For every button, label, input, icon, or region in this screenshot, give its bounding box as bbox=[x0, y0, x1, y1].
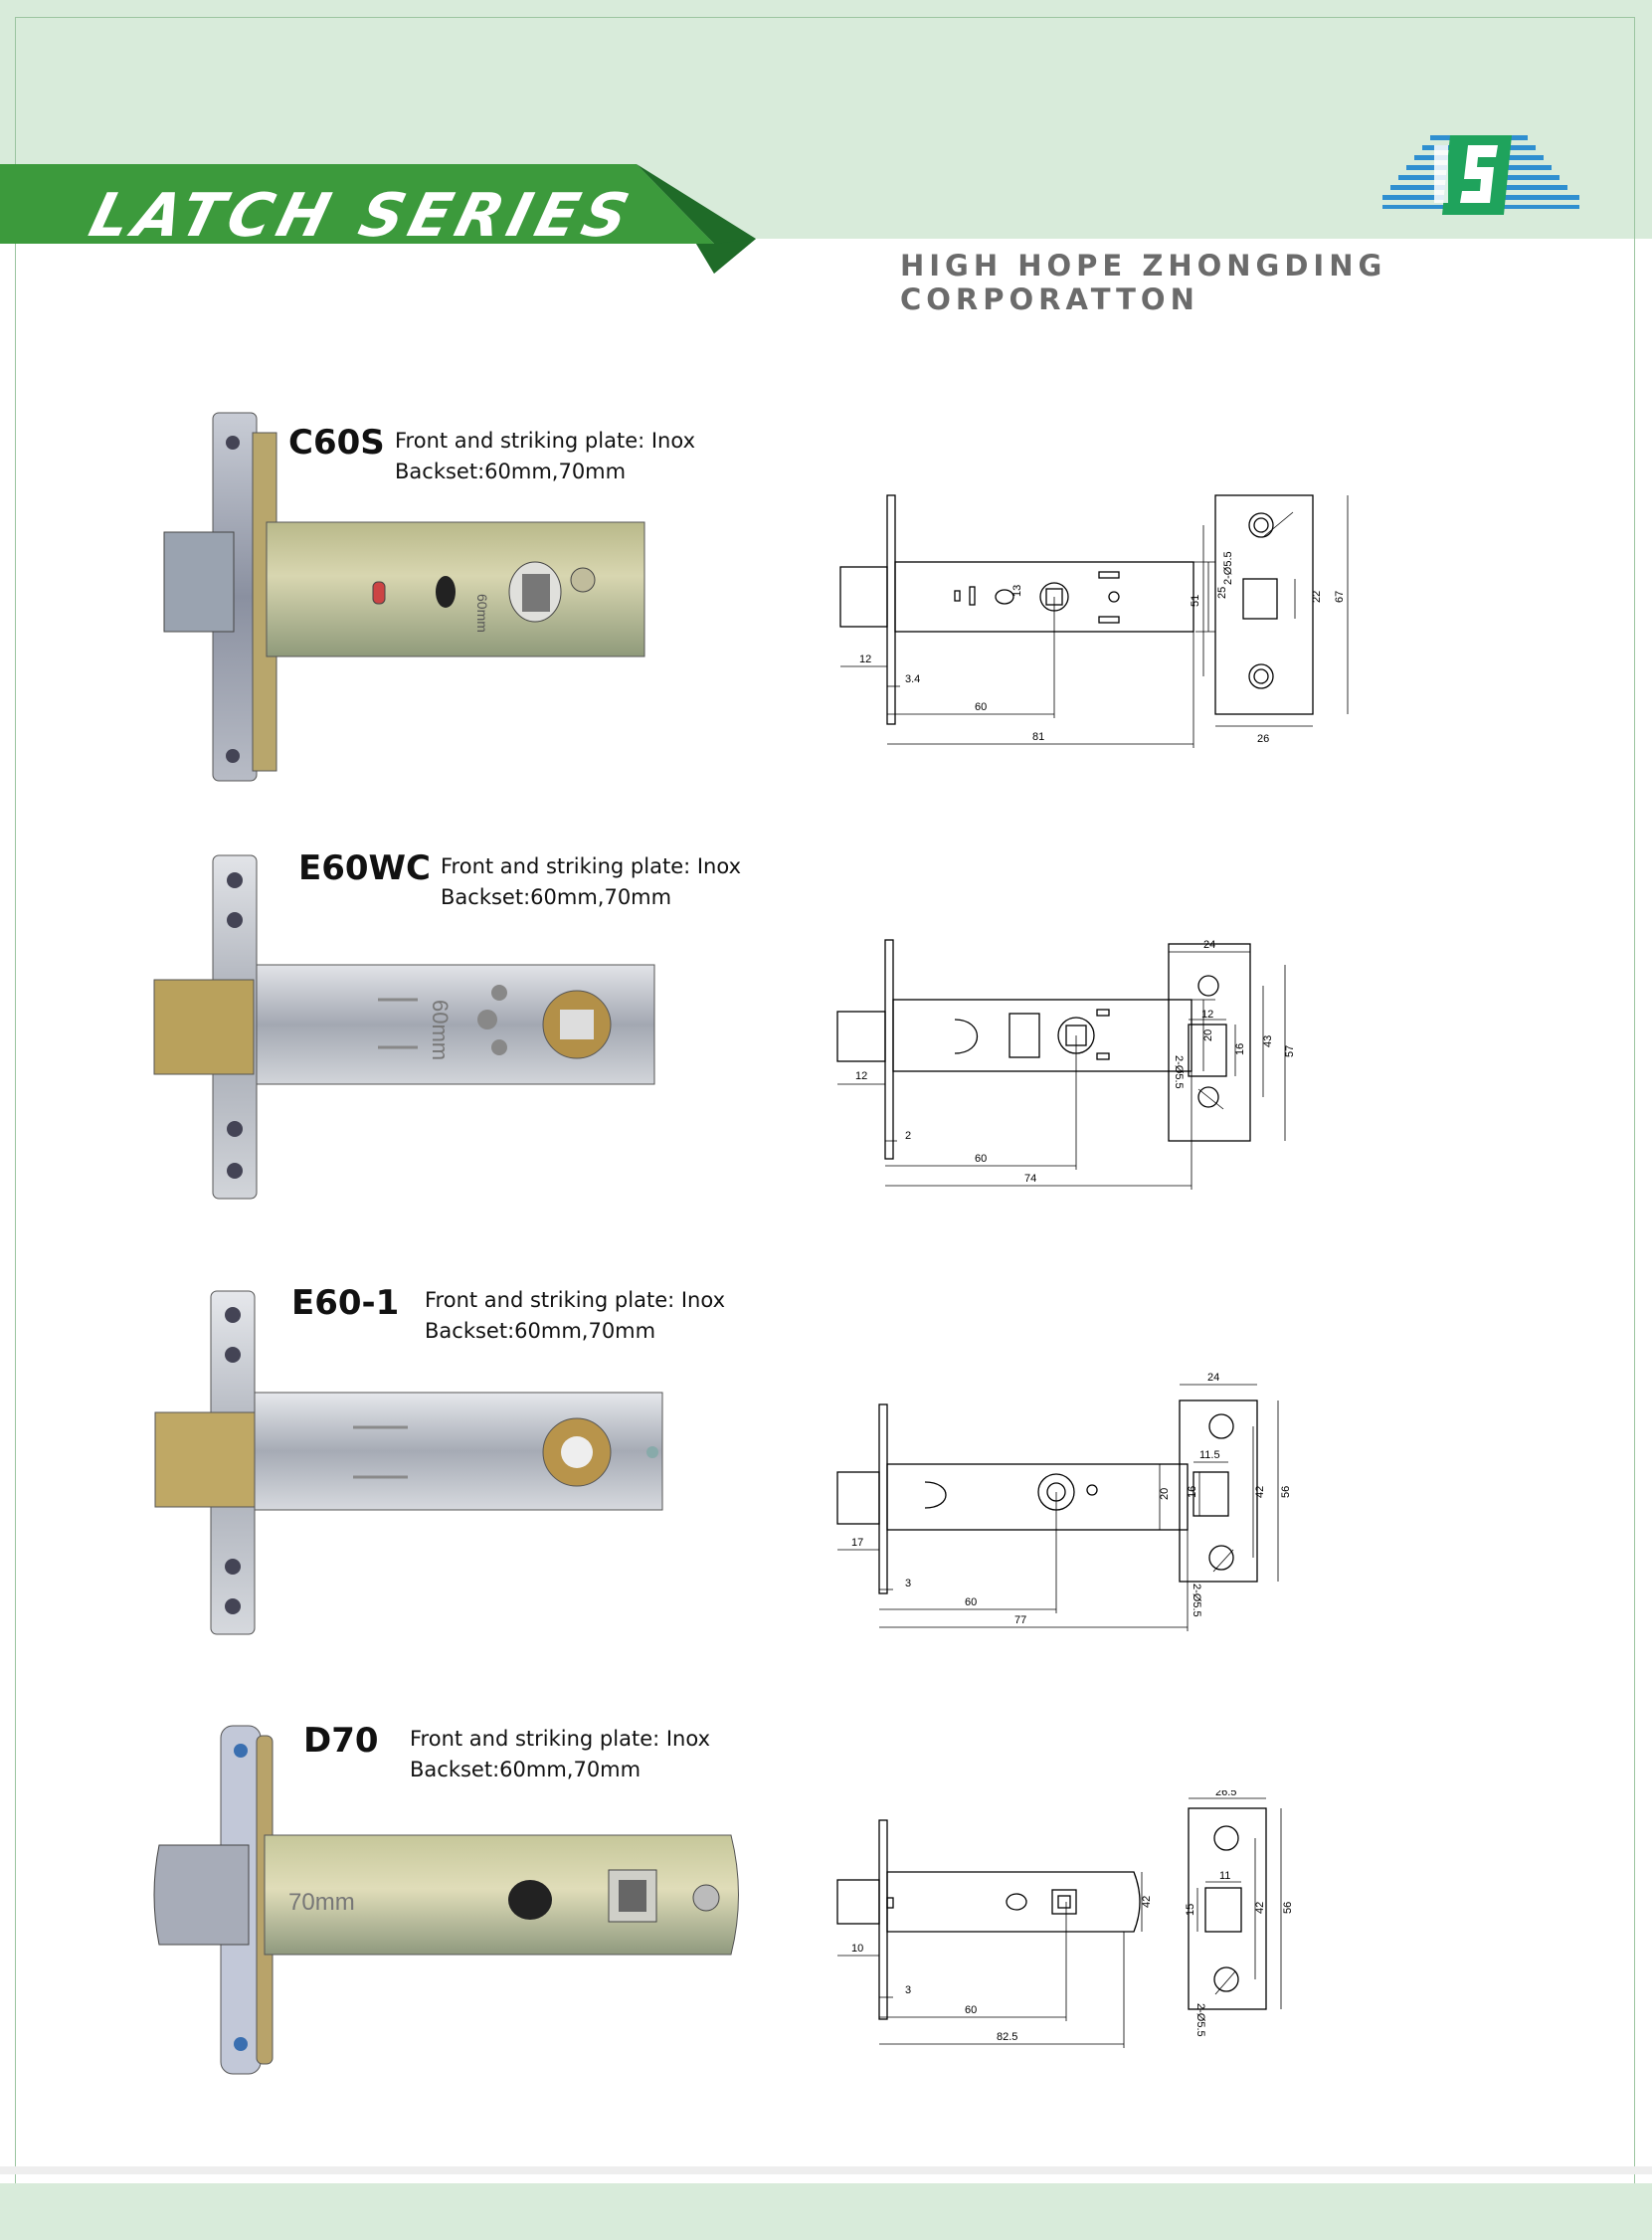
d70-spec-plate: Front and striking plate: Inox bbox=[410, 1727, 710, 1751]
footer-divider bbox=[0, 2166, 1652, 2174]
d70-dim-11: 11 bbox=[1219, 1870, 1230, 1882]
e60wc-dim-74: 74 bbox=[1024, 1173, 1036, 1185]
c60s-spec-plate: Front and striking plate: Inox bbox=[395, 429, 695, 453]
d70-dim-82.5: 82.5 bbox=[997, 2031, 1017, 2043]
e601-model: E60-1 bbox=[291, 1283, 400, 1323]
c60s-photo-label: 60mm bbox=[474, 594, 490, 633]
c60s-dim-3.4: 3.4 bbox=[905, 673, 920, 685]
d70-dim-15: 15 bbox=[1185, 1904, 1196, 1916]
d70-latch-photo: 70mm bbox=[153, 1725, 739, 2075]
d70-spec-backset: Backset:60mm,70mm bbox=[410, 1758, 642, 1781]
d70-dim-10: 10 bbox=[851, 1943, 863, 1955]
e601-spec-plate: Front and striking plate: Inox bbox=[425, 1288, 725, 1312]
e60wc-dim-24: 24 bbox=[1203, 939, 1215, 951]
e60wc-dim-57: 57 bbox=[1284, 1045, 1296, 1057]
c60s-dim-67: 67 bbox=[1334, 591, 1346, 603]
c60s-spec: Front and striking plate: Inox Backset:6… bbox=[395, 426, 695, 487]
c60s-spec-backset: Backset:60mm,70mm bbox=[395, 460, 627, 483]
footer-band bbox=[0, 2183, 1652, 2240]
e60wc-dim-12: 12 bbox=[855, 1070, 867, 1082]
c60s-dim-51: 51 bbox=[1190, 595, 1201, 607]
c60s-dim-13: 13 bbox=[1011, 585, 1023, 597]
e601-dim-77: 77 bbox=[1014, 1614, 1026, 1626]
d70-dim-56: 56 bbox=[1282, 1902, 1294, 1914]
e60wc-dim-20: 20 bbox=[1202, 1029, 1214, 1041]
d70-model: D70 bbox=[303, 1721, 379, 1761]
e601-dim-3: 3 bbox=[905, 1578, 911, 1589]
e60wc-model: E60WC bbox=[298, 848, 431, 888]
c60s-technical-drawing: 12 3.4 60 81 13 25 51 22 67 26 2-Ø5.5 bbox=[839, 494, 1349, 748]
e601-spec-backset: Backset:60mm,70mm bbox=[425, 1319, 656, 1343]
hhzd-logo-icon bbox=[1382, 135, 1579, 215]
series-banner bbox=[0, 164, 756, 274]
e601-dim-20: 20 bbox=[1159, 1488, 1171, 1500]
e601-technical-drawing: 17 3 60 77 20 24 11.5 16 42 56 2-Ø5.5 bbox=[836, 1373, 1292, 1631]
e601-dim-16: 16 bbox=[1187, 1486, 1198, 1498]
c60s-dim-25: 25 bbox=[1216, 587, 1228, 599]
e601-dim-56: 56 bbox=[1280, 1486, 1292, 1498]
e601-dim-60: 60 bbox=[965, 1596, 977, 1608]
e601-dim-42: 42 bbox=[1254, 1486, 1266, 1498]
e60wc-dim-43: 43 bbox=[1262, 1035, 1274, 1047]
e60wc-technical-drawing: 12 2 60 74 20 24 12 16 43 57 2-Ø5.5 bbox=[836, 939, 1296, 1190]
e601-spec: Front and striking plate: Inox Backset:6… bbox=[425, 1285, 725, 1347]
e60wc-dim-12b: 12 bbox=[1201, 1009, 1213, 1021]
d70-dim-60: 60 bbox=[965, 2004, 977, 2016]
e60wc-spec: Front and striking plate: Inox Backset:6… bbox=[441, 851, 741, 913]
d70-dim-3: 3 bbox=[905, 1984, 911, 1996]
e601-latch-photo bbox=[154, 1290, 663, 1635]
e601-dim-24: 24 bbox=[1207, 1373, 1219, 1384]
d70-photo-label: 70mm bbox=[288, 1889, 355, 1916]
e60wc-latch-photo: 60mm bbox=[153, 854, 655, 1200]
e60wc-dim-2: 2 bbox=[905, 1130, 911, 1142]
d70-dim-42b: 42 bbox=[1254, 1902, 1266, 1914]
e601-dim-11.5: 11.5 bbox=[1199, 1449, 1220, 1461]
d70-technical-drawing: 10 3 60 82.5 42 26.5 11 15 42 56 2-Ø5.5 bbox=[836, 1790, 1294, 2048]
c60s-dim-26: 26 bbox=[1257, 733, 1269, 745]
d70-hole: 2-Ø5.5 bbox=[1194, 2003, 1206, 2037]
series-title: LATCH SERIES bbox=[83, 181, 642, 251]
d70-spec: Front and striking plate: Inox Backset:6… bbox=[410, 1724, 710, 1785]
e60wc-spec-plate: Front and striking plate: Inox bbox=[441, 854, 741, 878]
e60wc-dim-60: 60 bbox=[975, 1153, 987, 1165]
e60wc-hole: 2-Ø5.5 bbox=[1173, 1055, 1185, 1089]
d70-dim-26.5: 26.5 bbox=[1215, 1790, 1236, 1798]
e601-hole: 2-Ø5.5 bbox=[1191, 1584, 1202, 1617]
c60s-dim-12: 12 bbox=[859, 653, 871, 665]
c60s-hole: 2-Ø5.5 bbox=[1222, 551, 1234, 585]
e60wc-photo-label: 60mm bbox=[428, 1000, 453, 1060]
company-name: HIGH HOPE ZHONGDING CORPORATTON bbox=[900, 249, 1387, 316]
c60s-model: C60S bbox=[288, 423, 385, 463]
e60wc-spec-backset: Backset:60mm,70mm bbox=[441, 885, 672, 909]
e60wc-dim-16: 16 bbox=[1234, 1043, 1246, 1055]
c60s-dim-81: 81 bbox=[1032, 731, 1044, 743]
e601-dim-17: 17 bbox=[851, 1537, 863, 1549]
d70-dim-42: 42 bbox=[1141, 1896, 1153, 1908]
c60s-latch-photo: 60mm bbox=[163, 412, 645, 782]
c60s-dim-22: 22 bbox=[1311, 591, 1323, 603]
c60s-dim-60: 60 bbox=[975, 701, 987, 713]
